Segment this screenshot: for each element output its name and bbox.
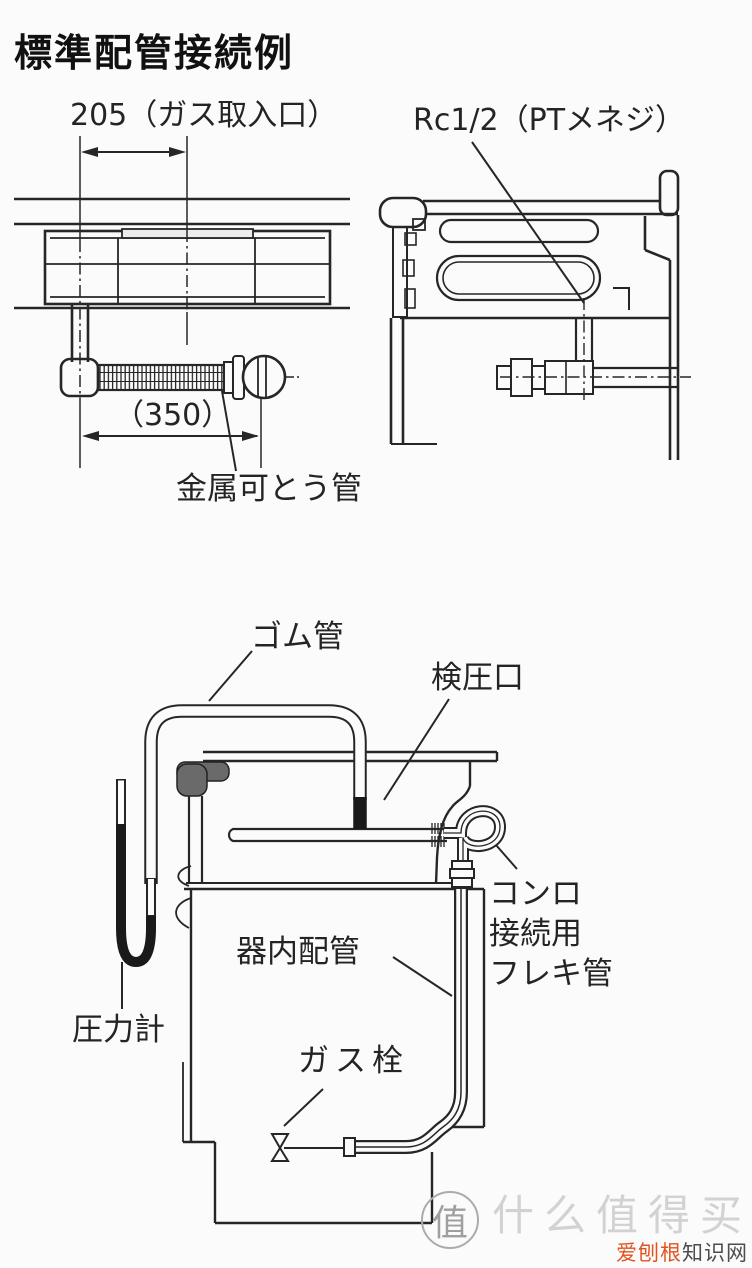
- rubber-tube: [144, 704, 367, 884]
- manometer: [116, 779, 156, 968]
- page-title: 標準配管接続例: [14, 31, 295, 75]
- stove-connection-flex-pipe: [343, 805, 507, 1157]
- test-setup-drawing: [175, 750, 499, 1225]
- thread-spec-label: Rc1/2（PTメネジ）: [413, 103, 686, 138]
- watermark-badge-char: 值: [431, 1203, 468, 1244]
- pressure-gauge-label: 圧力計: [72, 1012, 165, 1048]
- rubber-tube-label: ゴム管: [251, 619, 344, 655]
- hose-elbow-fitting: [176, 761, 230, 884]
- side-view-drawing: [378, 141, 691, 460]
- gas-valve-label: ガス栓: [298, 1043, 409, 1079]
- metal-flex-pipe-label: 金属可とう管: [176, 471, 362, 507]
- watermark-brand: 什么值得买: [492, 1191, 752, 1240]
- connection-flex-line2: 接続用: [489, 916, 582, 952]
- watermark-site: 爱刨根知识网: [616, 1237, 748, 1267]
- gas-valve-icon: [270, 1133, 345, 1162]
- leader-lines: [121, 650, 518, 1127]
- watermark-site-prefix: 爱刨根: [616, 1241, 682, 1265]
- connection-flex-pipe-label: コンロ 接続用 フレキ管: [489, 874, 613, 994]
- internal-piping-label: 器内配管: [236, 934, 360, 970]
- watermark-badge: 值: [421, 1191, 479, 1249]
- front-view-dimensions: [79, 136, 301, 472]
- pressure-check-port-label: 検圧口: [431, 660, 524, 696]
- connection-flex-line1: コンロ: [489, 876, 582, 912]
- front-view-drawing: [14, 197, 350, 400]
- watermark-site-suffix: 知识网: [682, 1241, 748, 1265]
- gas-inlet-dimension-label: 205（ガス取入口）: [70, 98, 338, 133]
- connection-flex-line3: フレキ管: [489, 956, 613, 992]
- flex-length-dimension-label: （350）: [114, 398, 232, 433]
